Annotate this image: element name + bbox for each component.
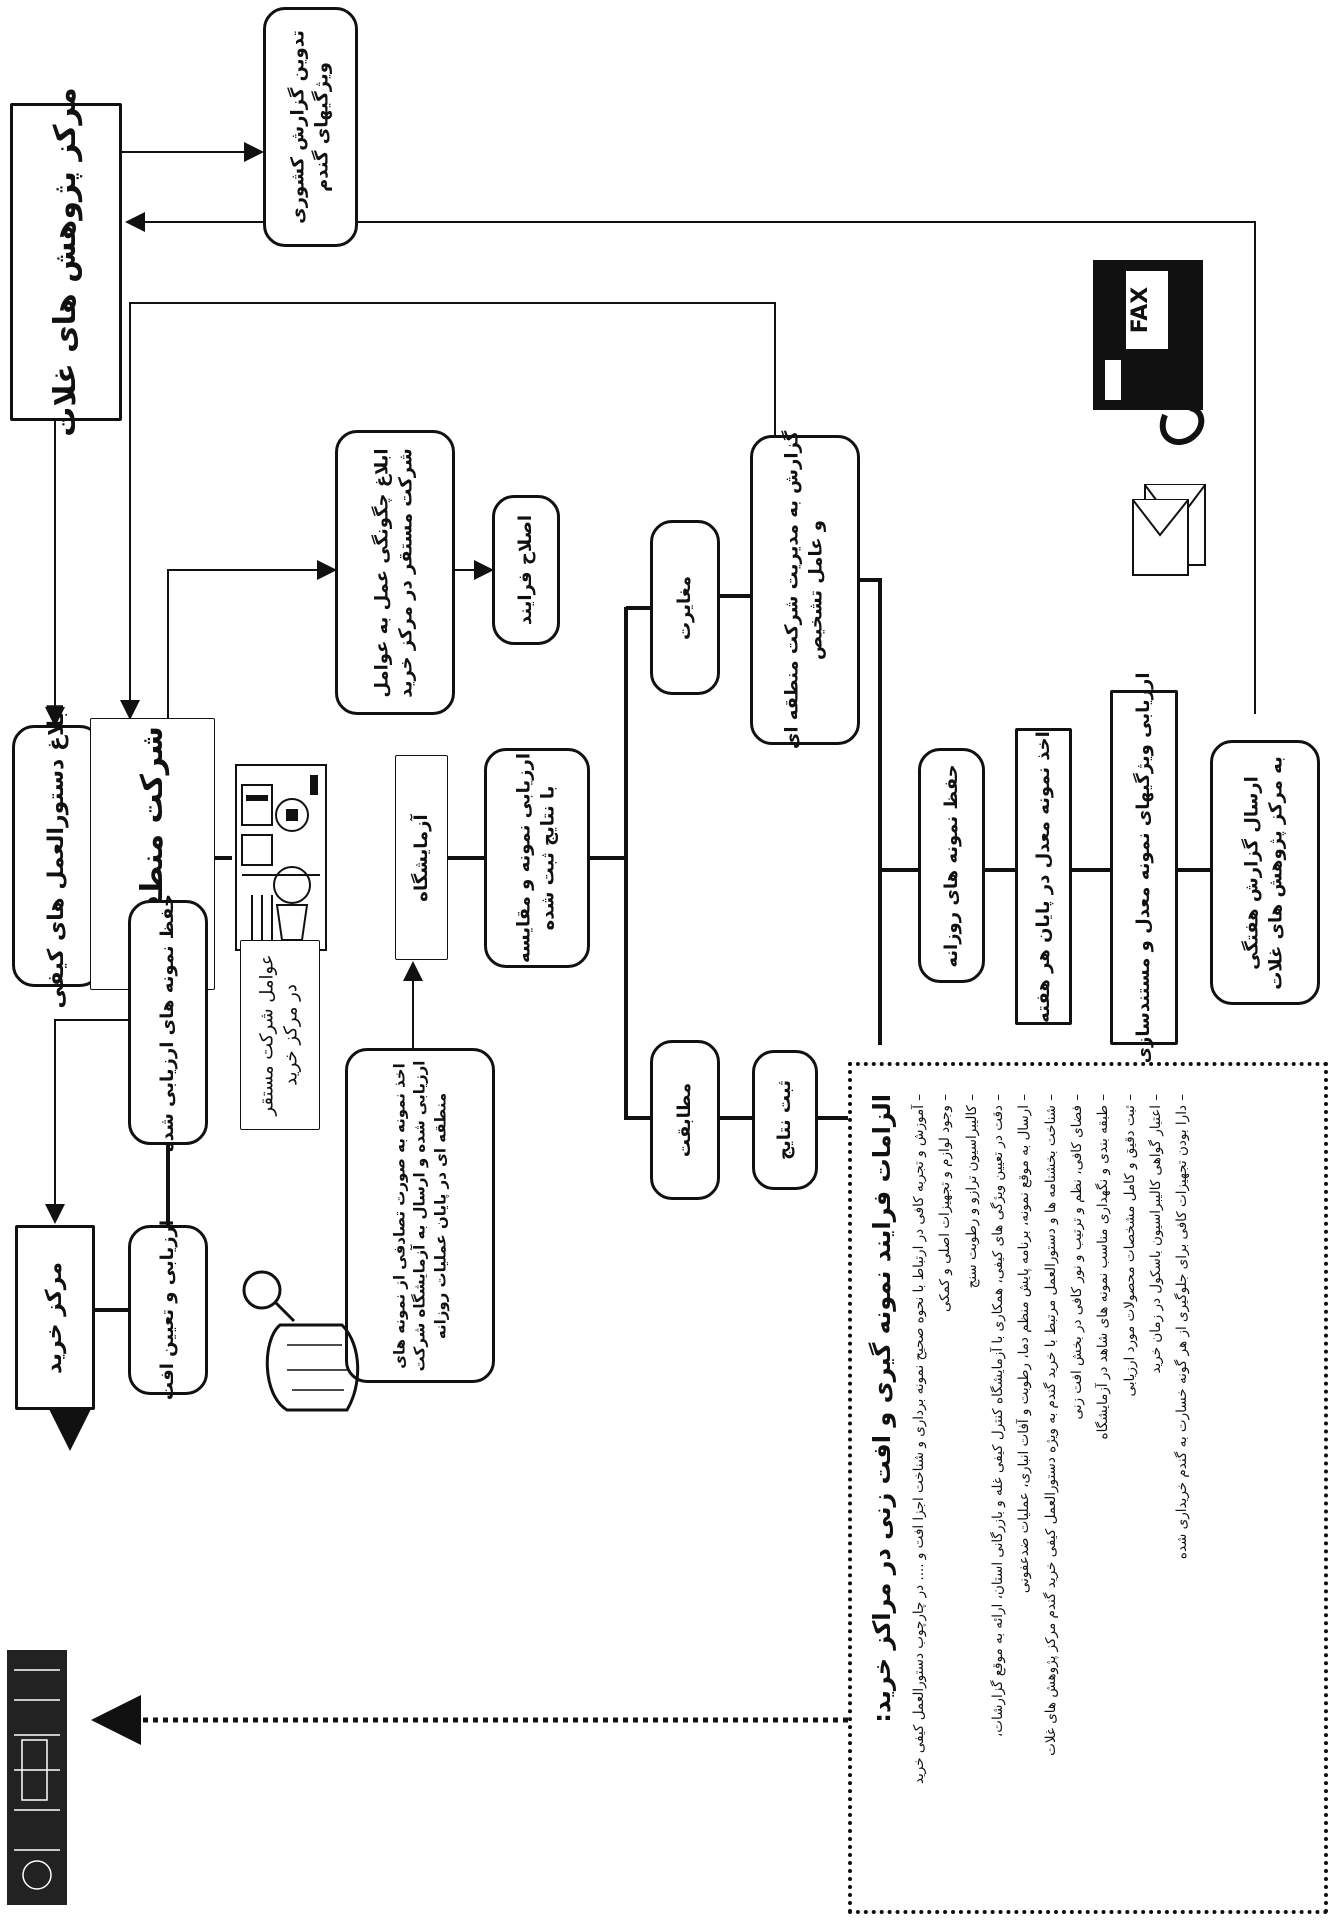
conformity-label: مطابقت	[673, 1082, 695, 1158]
resident-agents-line-2: در مرکز خرید	[281, 984, 302, 1086]
arrow-report-to-company	[120, 302, 776, 720]
requirement-item: شناخت بخشنامه ها و دستورالعمل مرتبط با خ…	[1038, 1094, 1064, 1882]
compare-samples-label: ارزیابی نمونه و مقایسه با نتایج ثبت شده	[513, 753, 562, 963]
evaluate-average-sample-label: ارزیابی ویژگیهای نمونه معدل و مستندسازی	[1132, 672, 1154, 1063]
random-sampling-line-1: اخذ نمونه به صورت تصادفی از نمونه های	[390, 1062, 409, 1369]
requirement-item: فضای کافی، نظم و ترتیب و نور کافی در بخش…	[1064, 1094, 1090, 1882]
compare-samples-line-2: با نتایج ثبت شده	[538, 785, 559, 931]
weekly-average-sample-node: اخذ نمونه معدل در پایان هر هفته	[1015, 728, 1072, 1025]
notify-agents-node: ابلاغ چگونگی عمل به عوامل شرکت مستقر در …	[335, 430, 455, 715]
random-sampling-line-3: منطقه ای در پایان عملیات روزانه	[431, 1092, 450, 1339]
evaluate-loss-node: ارزیابی و تعیین افت	[128, 1220, 208, 1400]
requirement-item: طبقه بندی و نگهداری مناسب نمونه های شاهد…	[1090, 1094, 1116, 1882]
country-report-line-1: تدوین گزارش کشوری	[287, 30, 309, 224]
random-sampling-line-2: ارزیابی شده و ارسال به آزمایشگاه شرکت	[410, 1060, 429, 1371]
notify-agents-line-1: ابلاغ چگونگی عمل به عوامل	[371, 447, 393, 698]
grain-sack-magnifier-icon	[242, 1270, 360, 1412]
combine-harvester-icon	[7, 1650, 67, 1905]
record-results-node: ثبت نتایج	[752, 1050, 818, 1190]
keep-daily-samples-node: حفظ نمونه های روزانه	[918, 748, 985, 983]
requirement-item: دارا بودن تجهیزات کافی برای جلوگیری از ه…	[1169, 1094, 1195, 1882]
laboratory-label: آزمایشگاه	[410, 813, 432, 902]
conformity-node: مطابقت	[650, 1040, 720, 1200]
country-report-line-2: ویژگیهای گندم	[311, 62, 333, 192]
process-correction-node: اصلاح فرایند	[492, 495, 560, 645]
purchase-center-node: مرکز خرید	[15, 1225, 95, 1410]
requirement-item: ثبت دقیق و کامل مشخصات محصولات مورد ارزی…	[1117, 1094, 1143, 1882]
quality-instructions-node: ابلاغ دستورالعمل های کیفی	[12, 703, 102, 1009]
requirements-title: الزامات فرایند نمونه گیری و افت زنی در م…	[868, 1094, 896, 1723]
report-management-node: گزارش به مدیریت شرکت منطقه ای و عامل تشخ…	[750, 431, 860, 749]
line-report-to-weekly-chain	[860, 578, 882, 1045]
weekly-report-line-1: ارسال گزارش هفتگی	[1241, 775, 1263, 970]
country-report-node: تدوین گزارش کشوری ویژگیهای گندم	[263, 7, 358, 247]
envelopes-icon	[1132, 484, 1206, 576]
report-management-line-2: و عامل تشخیص	[806, 520, 827, 660]
requirements-content: الزامات فرایند نمونه گیری و افت زنی در م…	[858, 1078, 1318, 1898]
laboratory-icon	[235, 764, 327, 951]
fax-text: FAX	[1128, 287, 1153, 334]
evaluate-loss-label: ارزیابی و تعیین افت	[156, 1219, 178, 1401]
purchase-center-label: مرکز خرید	[42, 1261, 68, 1374]
arrow-company-to-notify	[167, 560, 337, 718]
process-correction-label: اصلاح فرایند	[514, 514, 536, 626]
resident-agents-node: عوامل شرکت مستقر در مرکز خرید	[240, 940, 320, 1130]
weekly-report-node: ارسال گزارش هفتگی به مرکز پژوهش های غلات	[1210, 740, 1320, 1005]
resident-agents-label: عوامل شرکت مستقر در مرکز خرید	[256, 954, 305, 1115]
weekly-average-sample-label: اخذ نمونه معدل در پایان هر هفته	[1032, 730, 1054, 1023]
weekly-report-label: ارسال گزارش هفتگی به مرکز پژوهش های غلات	[1241, 756, 1290, 990]
compare-samples-line-1: ارزیابی نمونه و مقایسه	[513, 752, 535, 964]
requirement-item: آموزش و تجربه کافی در ارتباط با نحوه صحی…	[906, 1094, 932, 1882]
grain-research-center-label: مرکز پژوهش های غلات	[47, 87, 83, 437]
quality-instructions-label: ابلاغ دستورالعمل های کیفی	[44, 703, 70, 1009]
requirement-item: کالیبراسیون ترازو و رطوبت سنج	[959, 1094, 985, 1882]
random-sampling-label: اخذ نمونه به صورت تصادفی از نمونه های ار…	[390, 1060, 451, 1371]
random-sampling-node: اخذ نمونه به صورت تصادفی از نمونه های ار…	[345, 1048, 495, 1383]
requirement-item: اعتبار گواهی کالیبراسیون باسکول در زمان …	[1143, 1094, 1169, 1882]
compare-samples-node: ارزیابی نمونه و مقایسه با نتایج ثبت شده	[484, 748, 590, 968]
requirement-item: ارسال به موقع نمونه، برنامه پایش منظم دم…	[1011, 1094, 1037, 1882]
arrow-weekly-to-center	[125, 212, 1256, 714]
report-management-label: گزارش به مدیریت شرکت منطقه ای و عامل تشخ…	[781, 431, 830, 749]
notify-agents-line-2: شرکت مستقر در مرکز خرید	[396, 447, 417, 698]
laboratory-node: آزمایشگاه	[395, 755, 448, 960]
weekly-report-line-2: به مرکز پژوهش های غلات	[1266, 755, 1287, 990]
requirement-item: دقت در تعیین ویژگی های کیفی، همکاری با آ…	[985, 1094, 1011, 1882]
requirement-item: وجود لوازم و تجهیزات اصلی و کمکی	[932, 1094, 958, 1882]
notify-agents-label: ابلاغ چگونگی عمل به عوامل شرکت مستقر در …	[371, 448, 420, 697]
resident-agents-line-1: عوامل شرکت مستقر	[256, 954, 278, 1116]
keep-daily-samples-label: حفظ نمونه های روزانه	[940, 763, 962, 968]
evaluate-average-sample-node: ارزیابی ویژگیهای نمونه معدل و مستندسازی	[1110, 672, 1178, 1063]
requirements-box: الزامات فرایند نمونه گیری و افت زنی در م…	[848, 1062, 1328, 1914]
country-report-label: تدوین گزارش کشوری ویژگیهای گندم	[286, 30, 335, 224]
report-management-line-1: گزارش به مدیریت شرکت منطقه ای	[781, 430, 803, 750]
requirements-list: آموزش و تجربه کافی در ارتباط با نحوه صحی…	[906, 1094, 1195, 1882]
fax-machine-icon: FAX	[1093, 260, 1205, 446]
keep-evaluated-samples-label: حفظ نمونه های ارزیابی شده	[156, 893, 178, 1152]
discrepancy-node: مغایرت	[650, 520, 720, 695]
record-results-label: ثبت نتایج	[773, 1079, 795, 1161]
discrepancy-label: مغایرت	[673, 575, 695, 640]
keep-evaluated-samples-node: حفظ نمونه های ارزیابی شده	[128, 894, 208, 1151]
grain-research-center-node: مرکز پژوهش های غلات	[10, 87, 122, 437]
